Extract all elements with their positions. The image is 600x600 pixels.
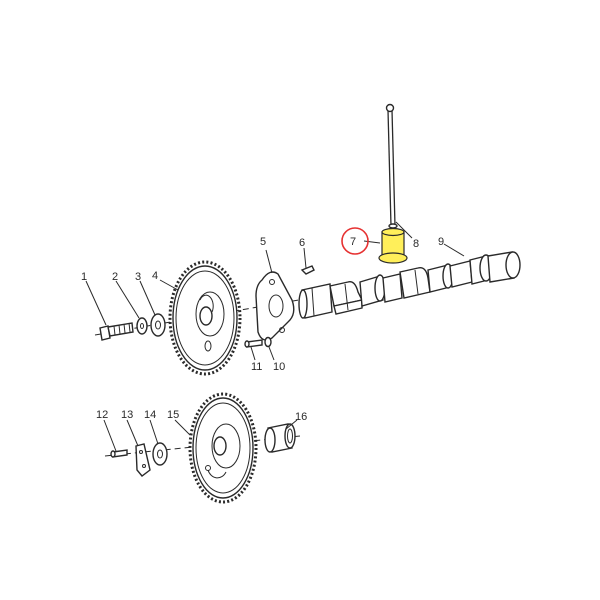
callout-2: 2: [112, 271, 118, 283]
part-pushrod-8: [385, 103, 398, 229]
callout-16: 16: [295, 411, 307, 423]
part-camshaft-9: [298, 251, 521, 319]
part-lockplate-13: [135, 443, 151, 477]
callout-labels: 1 2 3 4 5 6 7 8 9 10 11 12 13 14 15 16: [81, 236, 444, 423]
callout-10: 10: [273, 361, 285, 373]
callout-1: 1: [81, 271, 87, 283]
part-screw-12: [110, 449, 128, 458]
callout-3: 3: [135, 271, 141, 283]
part-plate-5: [255, 271, 295, 341]
part-bushing-16: [264, 423, 296, 453]
callout-11: 11: [251, 361, 262, 373]
callout-15: 15: [167, 409, 179, 421]
callout-6: 6: [299, 237, 305, 249]
callout-14: 14: [144, 409, 156, 421]
part-tappet-7-highlighted[interactable]: [378, 227, 408, 264]
callout-7[interactable]: 7: [350, 236, 356, 248]
callout-8: 8: [413, 238, 419, 250]
callout-5: 5: [260, 236, 266, 248]
part-bolt-11: [244, 339, 263, 348]
callout-12: 12: [96, 409, 108, 421]
callout-13: 13: [121, 409, 133, 421]
part-washer-2: [136, 317, 148, 335]
part-key-6: [300, 265, 315, 275]
part-gear-4: [168, 260, 242, 376]
leader-lines: [85, 221, 465, 452]
part-bolt-1: [99, 322, 134, 341]
part-plate-14: [152, 442, 168, 466]
callout-4: 4: [152, 270, 158, 282]
highlight-ring-marker: [341, 227, 369, 255]
part-gear-15: [188, 392, 258, 504]
part-plate-3: [150, 313, 166, 337]
part-washer-10: [264, 336, 272, 348]
callout-9: 9: [438, 236, 444, 248]
